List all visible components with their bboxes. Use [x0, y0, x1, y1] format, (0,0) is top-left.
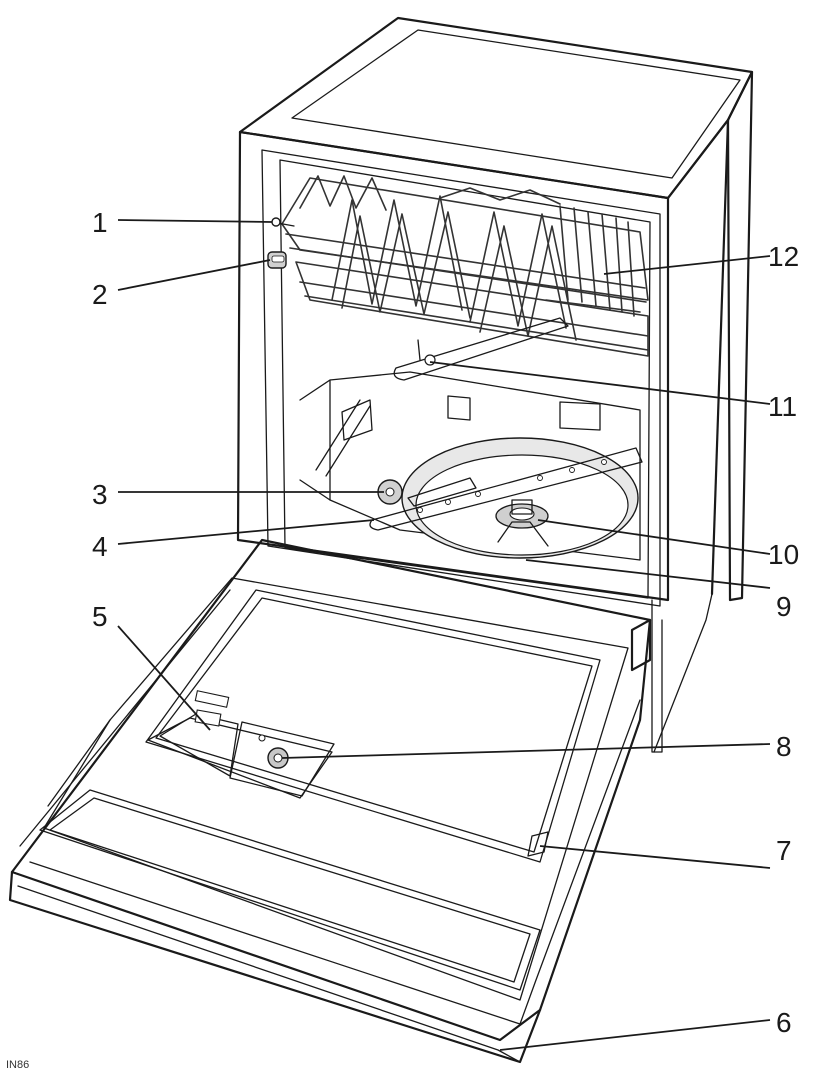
detergent-dispenser: [159, 713, 239, 777]
callout-11: 11: [768, 391, 797, 422]
callouts: 1 2 3 4 5 6 7 8 9 10 11 12: [92, 207, 799, 1038]
top-panel: [291, 29, 741, 179]
upper-basket: [271, 175, 649, 357]
callout-3: 3: [92, 479, 108, 510]
callout-1: 1: [92, 207, 108, 238]
rinse-aid-dispenser: [229, 721, 335, 797]
tub-interior: [261, 149, 661, 607]
callout-10: 10: [768, 539, 799, 570]
door: [8, 538, 652, 1064]
basket-wheel: [267, 251, 287, 269]
callout-2: 2: [92, 279, 108, 310]
rating-plate: [527, 831, 549, 857]
leader-lines: [117, 219, 771, 1051]
figure-code: IN86: [6, 1059, 29, 1071]
callout-9: 9: [776, 591, 792, 622]
callout-12: 12: [768, 241, 799, 272]
callout-4: 4: [92, 531, 108, 562]
callout-8: 8: [776, 731, 792, 762]
cabinet: [236, 16, 754, 753]
callout-6: 6: [776, 1007, 792, 1038]
callout-7: 7: [776, 835, 792, 866]
callout-5: 5: [92, 601, 108, 632]
basket-stop: [271, 217, 281, 227]
lower-spray-arm: [369, 437, 643, 559]
